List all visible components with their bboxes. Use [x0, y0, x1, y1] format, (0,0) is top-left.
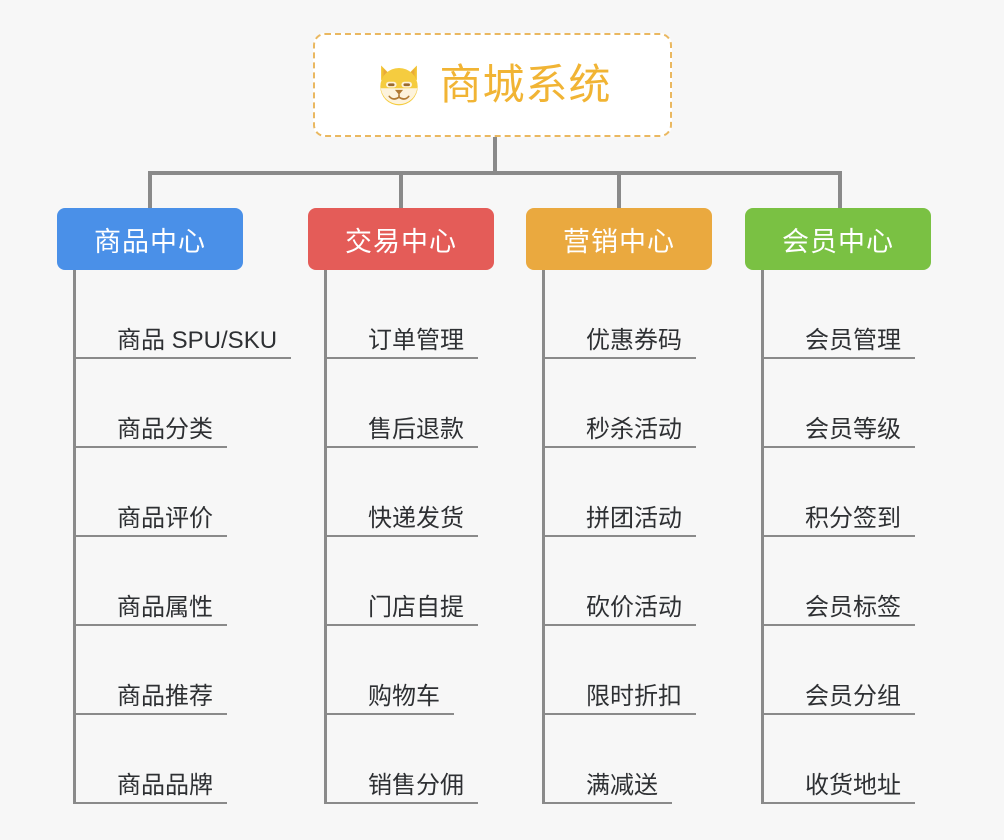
leaf-item[interactable]: 快递发货 [324, 448, 584, 537]
leaf-item[interactable]: 会员标签 [761, 537, 1004, 626]
leaf-underline [73, 446, 227, 448]
leaf-item-label: 秒杀活动 [542, 417, 696, 448]
leaf-item-label: 商品 SPU/SKU [73, 328, 291, 359]
leaf-underline [761, 357, 915, 359]
leaf-underline [542, 624, 696, 626]
leaf-item-label: 订单管理 [324, 328, 478, 359]
leaf-underline [761, 446, 915, 448]
leaf-underline [542, 535, 696, 537]
leaf-item-label: 拼团活动 [542, 506, 696, 537]
leaf-list-marketing-center: 优惠券码秒杀活动拼团活动砍价活动限时折扣满减送 [542, 270, 802, 804]
leaf-item[interactable]: 商品属性 [73, 537, 333, 626]
connector-drop-4 [838, 171, 842, 209]
leaf-item[interactable]: 拼团活动 [542, 448, 802, 537]
shiba-dog-emoji [373, 59, 425, 111]
leaf-item[interactable]: 限时折扣 [542, 626, 802, 715]
leaf-underline [324, 624, 478, 626]
leaf-item-label: 快递发货 [324, 506, 478, 537]
leaf-underline [542, 802, 672, 804]
connector-root-stem [493, 137, 497, 173]
leaf-item[interactable]: 会员分组 [761, 626, 1004, 715]
leaf-item-label: 销售分佣 [324, 773, 478, 804]
leaf-item[interactable]: 优惠券码 [542, 270, 802, 359]
leaf-underline [542, 446, 696, 448]
leaf-underline [761, 802, 915, 804]
leaf-item[interactable]: 会员等级 [761, 359, 1004, 448]
branch-header-trade-center[interactable]: 交易中心 [308, 208, 494, 270]
branch-spine-product-center [73, 270, 76, 804]
leaf-underline [73, 357, 291, 359]
leaf-item[interactable]: 售后退款 [324, 359, 584, 448]
leaf-item-label: 会员分组 [761, 684, 915, 715]
leaf-item[interactable]: 商品推荐 [73, 626, 333, 715]
leaf-underline [542, 357, 696, 359]
leaf-underline [542, 713, 696, 715]
root-title: 商城系统 [439, 61, 612, 108]
leaf-item[interactable]: 订单管理 [324, 270, 584, 359]
leaf-underline [324, 535, 478, 537]
leaf-underline [324, 446, 478, 448]
branch-spine-member-center [761, 270, 764, 804]
leaf-item-label: 购物车 [324, 684, 454, 715]
leaf-underline [324, 357, 478, 359]
leaf-item-label: 收货地址 [761, 773, 915, 804]
leaf-underline [73, 713, 227, 715]
leaf-list-trade-center: 订单管理售后退款快递发货门店自提购物车销售分佣 [324, 270, 584, 804]
leaf-item[interactable]: 商品分类 [73, 359, 333, 448]
connector-drop-1 [148, 171, 152, 209]
leaf-underline [761, 624, 915, 626]
connector-drop-2 [399, 171, 403, 209]
leaf-item-label: 商品评价 [73, 506, 227, 537]
leaf-underline [324, 802, 478, 804]
connector-horizontal-bus [148, 171, 842, 175]
leaf-item-label: 会员管理 [761, 328, 915, 359]
leaf-item[interactable]: 秒杀活动 [542, 359, 802, 448]
leaf-item[interactable]: 销售分佣 [324, 715, 584, 804]
leaf-item-label: 会员等级 [761, 417, 915, 448]
branch-header-member-center[interactable]: 会员中心 [745, 208, 931, 270]
leaf-item-label: 商品品牌 [73, 773, 227, 804]
branch-header-product-center[interactable]: 商品中心 [57, 208, 243, 270]
leaf-item-label: 商品推荐 [73, 684, 227, 715]
leaf-item[interactable]: 满减送 [542, 715, 802, 804]
leaf-item-label: 积分签到 [761, 506, 915, 537]
leaf-item-label: 售后退款 [324, 417, 478, 448]
leaf-item-label: 限时折扣 [542, 684, 696, 715]
leaf-item[interactable]: 商品评价 [73, 448, 333, 537]
leaf-item[interactable]: 商品 SPU/SKU [73, 270, 333, 359]
leaf-item-label: 门店自提 [324, 595, 478, 626]
leaf-item[interactable]: 砍价活动 [542, 537, 802, 626]
leaf-underline [324, 713, 454, 715]
leaf-list-product-center: 商品 SPU/SKU 商品分类商品评价商品属性商品推荐商品品牌 [73, 270, 333, 804]
leaf-item-label: 砍价活动 [542, 595, 696, 626]
leaf-item[interactable]: 商品品牌 [73, 715, 333, 804]
leaf-item-label: 优惠券码 [542, 328, 696, 359]
leaf-underline [73, 535, 227, 537]
connector-drop-3 [617, 171, 621, 209]
leaf-underline [761, 713, 915, 715]
leaf-item[interactable]: 积分签到 [761, 448, 1004, 537]
leaf-item-label: 满减送 [542, 773, 672, 804]
leaf-list-member-center: 会员管理会员等级积分签到会员标签会员分组收货地址 [761, 270, 1004, 804]
leaf-item[interactable]: 收货地址 [761, 715, 1004, 804]
leaf-item-label: 商品分类 [73, 417, 227, 448]
leaf-underline [761, 535, 915, 537]
leaf-underline [73, 802, 227, 804]
branch-header-marketing-center[interactable]: 营销中心 [526, 208, 712, 270]
leaf-underline [73, 624, 227, 626]
leaf-item-label: 会员标签 [761, 595, 915, 626]
leaf-item[interactable]: 会员管理 [761, 270, 1004, 359]
branch-spine-marketing-center [542, 270, 545, 804]
root-node[interactable]: 商城系统 [313, 33, 672, 137]
leaf-item[interactable]: 门店自提 [324, 537, 584, 626]
leaf-item-label: 商品属性 [73, 595, 227, 626]
branch-spine-trade-center [324, 270, 327, 804]
leaf-item[interactable]: 购物车 [324, 626, 584, 715]
